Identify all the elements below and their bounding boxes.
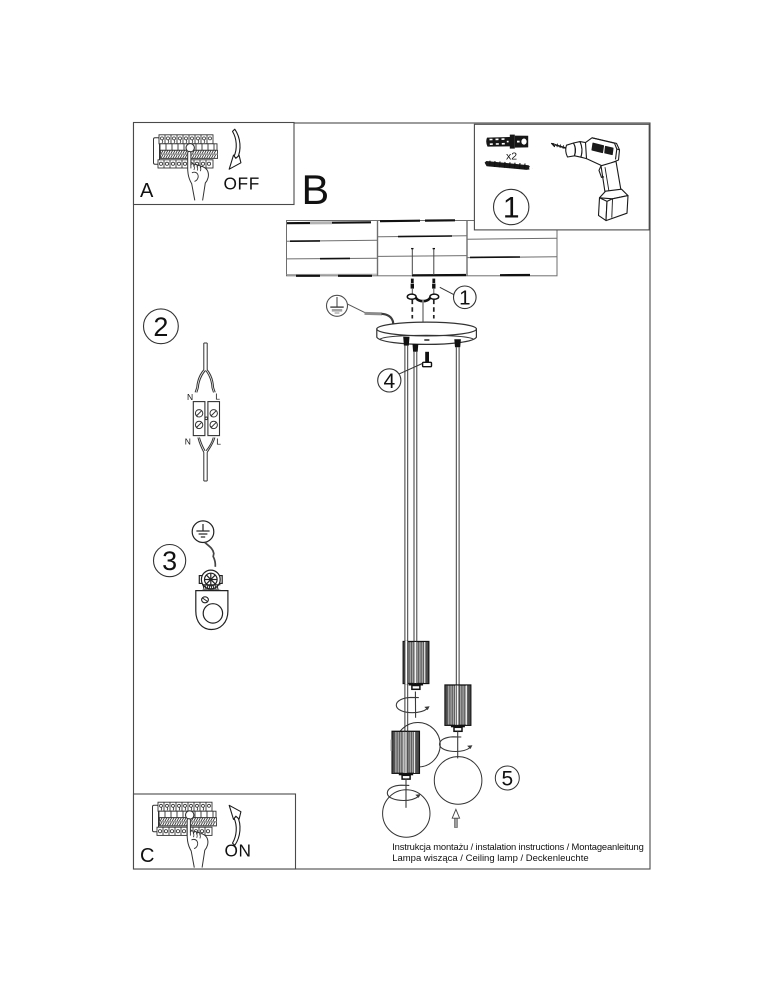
svg-text:3: 3 xyxy=(162,546,177,576)
svg-text:1: 1 xyxy=(503,192,520,225)
svg-text:L: L xyxy=(216,437,221,447)
svg-text:2: 2 xyxy=(153,312,168,342)
svg-text:x2: x2 xyxy=(506,151,517,163)
svg-text:A: A xyxy=(140,180,154,202)
svg-text:4: 4 xyxy=(383,370,395,393)
svg-text:C: C xyxy=(140,845,154,867)
svg-text:ON: ON xyxy=(225,841,252,861)
svg-text:B: B xyxy=(302,166,330,213)
svg-text:Instrukcja montażu / instalati: Instrukcja montażu / instalation instruc… xyxy=(392,841,643,852)
svg-text:1: 1 xyxy=(459,287,470,310)
svg-text:5: 5 xyxy=(501,768,513,791)
svg-text:N: N xyxy=(185,437,191,447)
svg-text:N: N xyxy=(187,392,193,402)
svg-text:L: L xyxy=(215,392,220,402)
svg-text:OFF: OFF xyxy=(224,174,260,194)
svg-text:Lampa wisząca / Ceiling lamp /: Lampa wisząca / Ceiling lamp / Deckenleu… xyxy=(392,853,588,864)
